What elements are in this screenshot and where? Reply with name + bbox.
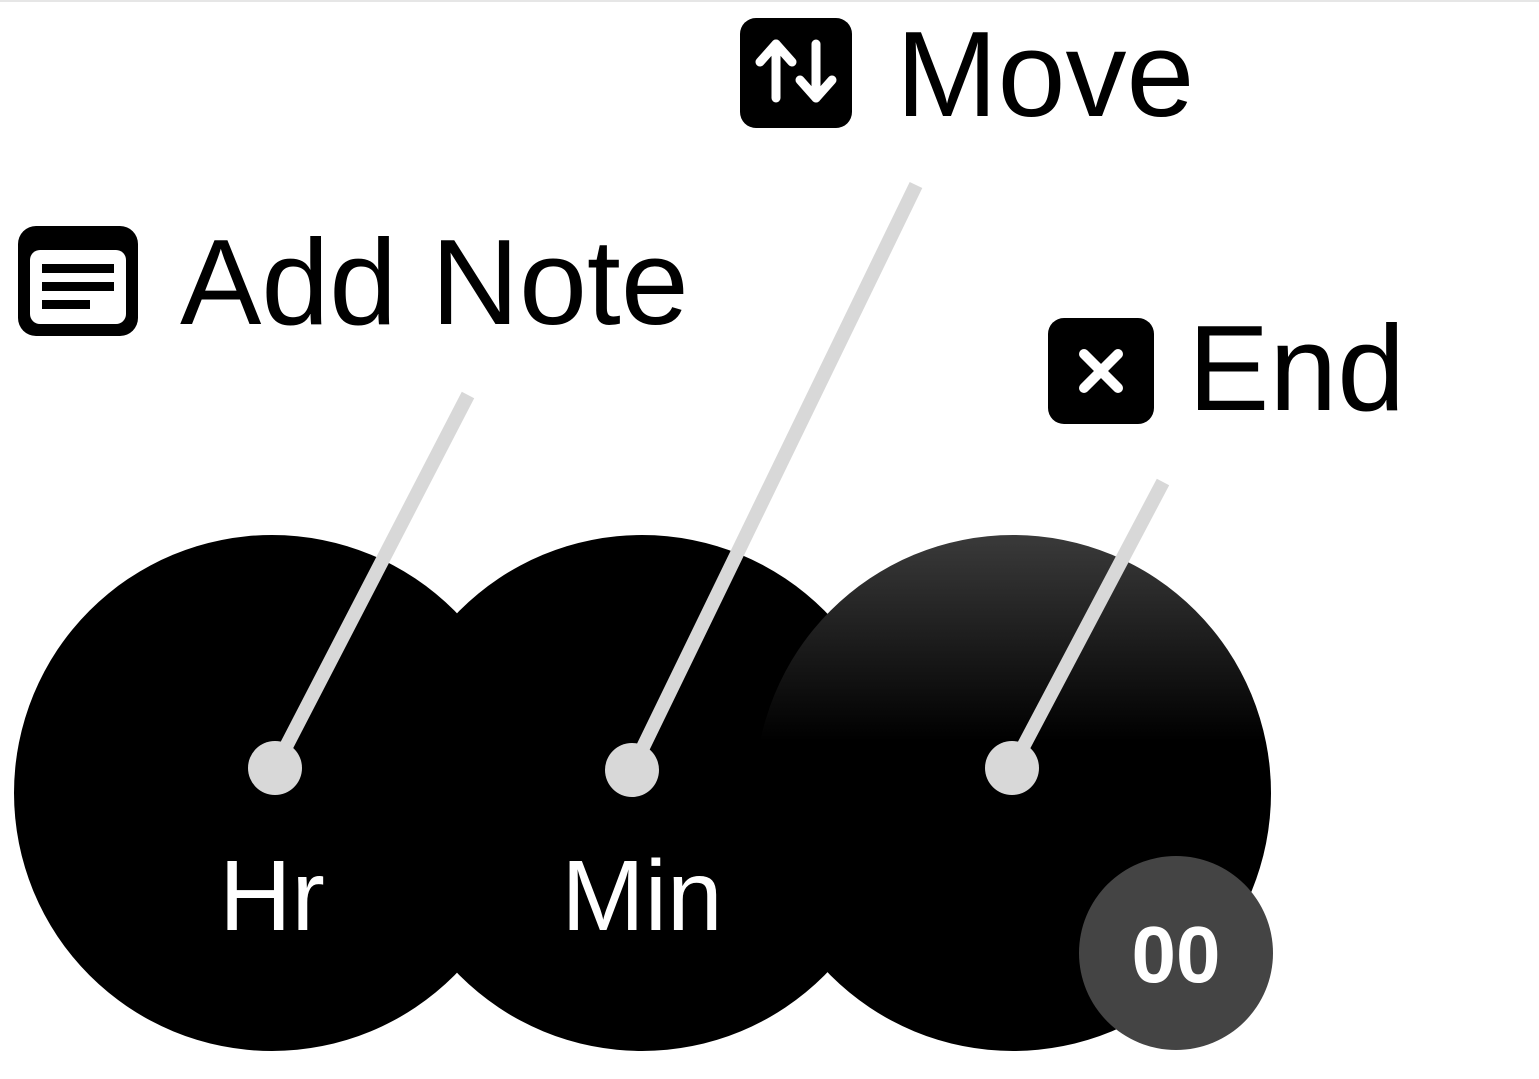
seconds-badge-value: 00	[1132, 910, 1221, 999]
move-label: Move	[896, 6, 1194, 142]
move-connector	[625, 181, 923, 774]
minutes-handle-dot[interactable]	[605, 743, 659, 797]
move-callout[interactable]: Move	[740, 6, 1194, 142]
end-label: End	[1188, 300, 1405, 436]
hours-handle-dot[interactable]	[248, 741, 302, 795]
add-note-connector	[268, 391, 475, 772]
seconds-badge: 00	[1079, 856, 1273, 1050]
add-note-label: Add Note	[180, 214, 689, 350]
add-note-callout[interactable]: Add Note	[18, 214, 689, 350]
top-border	[0, 0, 1539, 2]
end-callout[interactable]: End	[1048, 300, 1405, 436]
seconds-handle-dot[interactable]	[985, 741, 1039, 795]
move-arrows-icon	[740, 18, 852, 128]
note-icon	[18, 226, 138, 336]
minutes-dial-label: Min	[561, 840, 722, 952]
hours-dial-label: Hr	[219, 840, 325, 952]
end-connector	[1005, 478, 1170, 772]
close-icon	[1048, 318, 1154, 424]
